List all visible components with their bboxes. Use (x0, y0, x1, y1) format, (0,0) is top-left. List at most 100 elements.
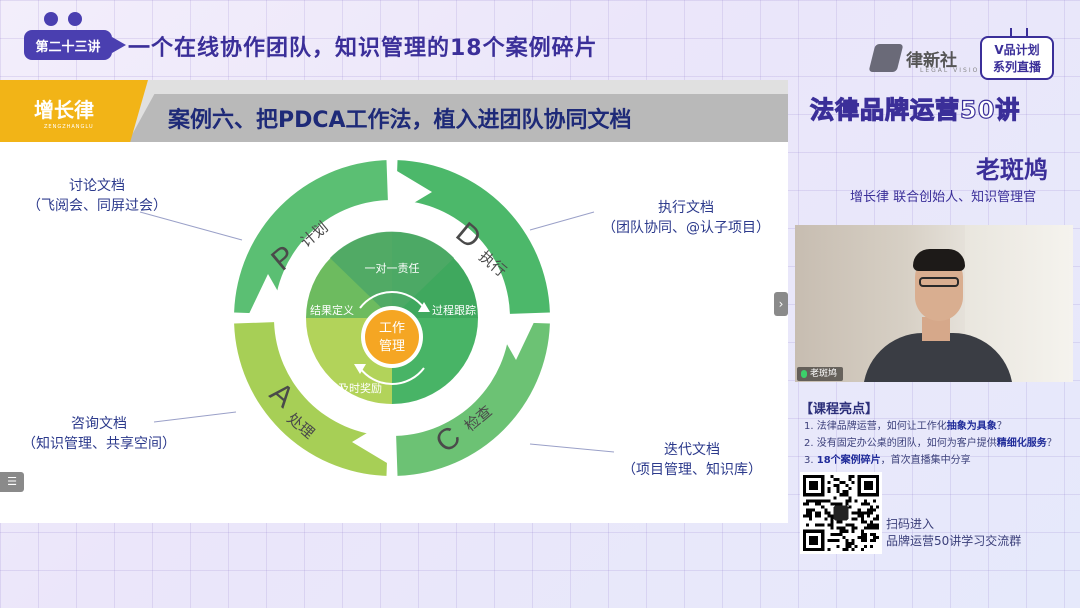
qr-module (851, 481, 855, 485)
qr-module (869, 532, 873, 536)
label-iteration-doc: 迭代文档 （项目管理、知识库） (612, 440, 772, 480)
qr-module (812, 508, 816, 512)
pointer-line-consult (153, 411, 237, 423)
speaker-glasses (919, 277, 959, 287)
inner-right-label: 过程跟踪 (432, 303, 476, 317)
qr-module (860, 529, 864, 533)
slide-header-bar (128, 94, 788, 142)
qr-module (839, 502, 843, 506)
qr-module (818, 502, 822, 506)
qr-module (836, 520, 840, 524)
presentation-slide: 增长律 ZENGZHANGLU 案例六、把PDCA工作法，植入进团队协同文档 P… (0, 80, 788, 523)
qr-module (815, 514, 819, 518)
qr-module (845, 502, 849, 506)
qr-module (875, 526, 879, 530)
qr-module (869, 523, 873, 527)
pointer-line-discussion (139, 211, 243, 241)
qr-module (830, 517, 834, 521)
qr-module (863, 532, 867, 536)
menu-toggle-button[interactable]: ☰ (0, 472, 24, 492)
qr-code[interactable] (800, 472, 882, 554)
qr-module (827, 514, 831, 518)
brand-mark-icon (868, 44, 904, 72)
qr-module (866, 514, 870, 518)
qr-module (848, 499, 852, 503)
qr-module (845, 493, 849, 497)
qr-module (842, 493, 846, 497)
qr-module (869, 544, 873, 548)
quadrant-c-ring (396, 322, 550, 476)
slide-logo: 增长律 (0, 80, 148, 142)
qr-module (818, 499, 822, 503)
qr-module (830, 520, 834, 524)
quadrant-a-ring (234, 322, 388, 476)
slide-title: 案例六、把PDCA工作法，植入进团队协同文档 (168, 108, 632, 133)
episode-badge: 第二十三讲 (24, 30, 126, 60)
pointer-line-iteration (529, 443, 615, 453)
qr-code-image (803, 475, 879, 551)
speaker-hair (913, 249, 965, 271)
qr-module (851, 517, 855, 521)
qr-module (836, 484, 840, 488)
qr-module (851, 523, 855, 527)
microphone-icon (801, 370, 807, 378)
qr-module (854, 544, 858, 548)
label-execution-sub: （团队协同、@认子项目） (602, 220, 770, 236)
slide-logo-subtitle: ZENGZHANGLU (44, 124, 94, 130)
qr-module (821, 523, 825, 527)
qr-module (836, 538, 840, 542)
qr-module (806, 508, 810, 512)
qr-module (803, 514, 807, 518)
highlight-text: 2. 没有固定办公桌的团队，如何为客户提供 (804, 438, 997, 449)
chevron-right-icon: › (778, 297, 784, 311)
qr-module (815, 502, 819, 506)
lecturer-name: 老斑鸠 (976, 156, 1048, 184)
label-execution-title: 执行文档 (658, 200, 714, 216)
qr-module (848, 544, 852, 548)
qr-module (845, 499, 849, 503)
label-iteration-title: 迭代文档 (664, 442, 720, 458)
qr-module (836, 544, 840, 548)
qr-module (875, 514, 879, 518)
qr-finder (809, 535, 819, 545)
qr-module (833, 496, 837, 500)
qr-caption-line2: 品牌运营50讲学习交流群 (886, 534, 1022, 548)
qr-module (827, 481, 831, 485)
qr-module (839, 493, 843, 497)
inner-top-label: 一对一责任 (365, 261, 420, 275)
next-slide-button[interactable]: › (774, 292, 788, 316)
pdca-cycle-diagram: P 计划 D 执行 C 检查 A 处理 一对一责任 结果定义 过程跟踪 及时奖励… (139, 160, 615, 476)
qr-module (845, 529, 849, 533)
inner-bottom-label: 及时奖励 (338, 381, 382, 395)
qr-module (833, 502, 837, 506)
qr-module (848, 496, 852, 500)
qr-module (836, 502, 840, 506)
qr-caption: 扫码进入 品牌运营50讲学习交流群 (886, 516, 1021, 550)
qr-module (863, 535, 867, 539)
qr-module (863, 544, 867, 548)
qr-module (854, 517, 858, 521)
qr-module (806, 511, 810, 515)
qr-caption-line1: 扫码进入 (886, 517, 935, 531)
qr-module (809, 508, 813, 512)
qr-module (848, 541, 852, 545)
qr-module (806, 514, 810, 518)
arrow-notch-right (492, 318, 536, 360)
qr-module (872, 517, 876, 521)
qr-module (827, 523, 831, 527)
qr-module (839, 520, 843, 524)
qr-module (848, 478, 852, 482)
webcam-view: 老斑鸠 (795, 225, 1073, 382)
qr-module (845, 484, 849, 488)
qr-module (857, 511, 861, 515)
qr-module (827, 547, 831, 551)
quadrant-d-ring (396, 160, 550, 314)
qr-module (809, 511, 813, 515)
inner-left-label: 结果定义 (310, 303, 354, 317)
qr-module (809, 514, 813, 518)
brand-subtitle: LEGAL VISION (920, 67, 986, 74)
qr-module (857, 535, 861, 539)
qr-module (869, 511, 873, 515)
qr-module (860, 532, 864, 536)
quadrant-p-ring (234, 160, 388, 314)
